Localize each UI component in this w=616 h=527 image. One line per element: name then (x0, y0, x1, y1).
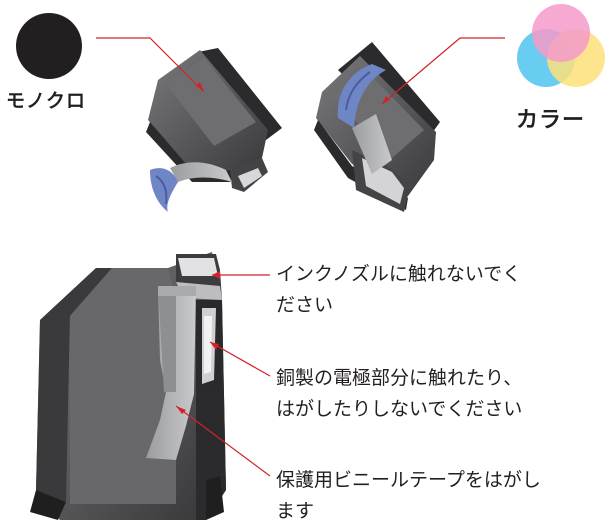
callout-ink-nozzle-line2: ださい (276, 294, 334, 316)
color-cartridge (314, 42, 440, 212)
callout-protective-tape-line2: ます (276, 500, 315, 522)
monochrome-label: モノクロ (6, 90, 87, 112)
callout-protective-tape-line1: 保護用ビニールテープをはがし (276, 469, 541, 491)
black-cartridge (146, 48, 282, 212)
callout-copper-contacts-line2: はがしたりしないでください (276, 398, 523, 420)
callout-ink-nozzle: インクノズルに触れないでく ださい (276, 259, 521, 321)
leader-monochrome (96, 37, 205, 93)
callout-ink-nozzle-line1: インクノズルに触れないでく (276, 263, 522, 285)
black-ink-dot (16, 13, 82, 79)
color-label: カラー (516, 108, 586, 133)
color-ink-venn-icon (517, 4, 605, 87)
callout-copper-contacts-line1: 銅製の電極部分に触れたり、 (276, 367, 523, 389)
callout-copper-contacts: 銅製の電極部分に触れたり、 はがしたりしないでください (276, 363, 522, 425)
leader-tape (175, 405, 271, 477)
leader-contacts (209, 341, 271, 377)
leader-arrowheads (176, 82, 390, 414)
callout-protective-tape: 保護用ビニールテープをはがし ます (276, 465, 541, 527)
leader-lines (96, 37, 505, 477)
leader-color (381, 37, 505, 105)
large-black-cartridge (30, 252, 226, 520)
